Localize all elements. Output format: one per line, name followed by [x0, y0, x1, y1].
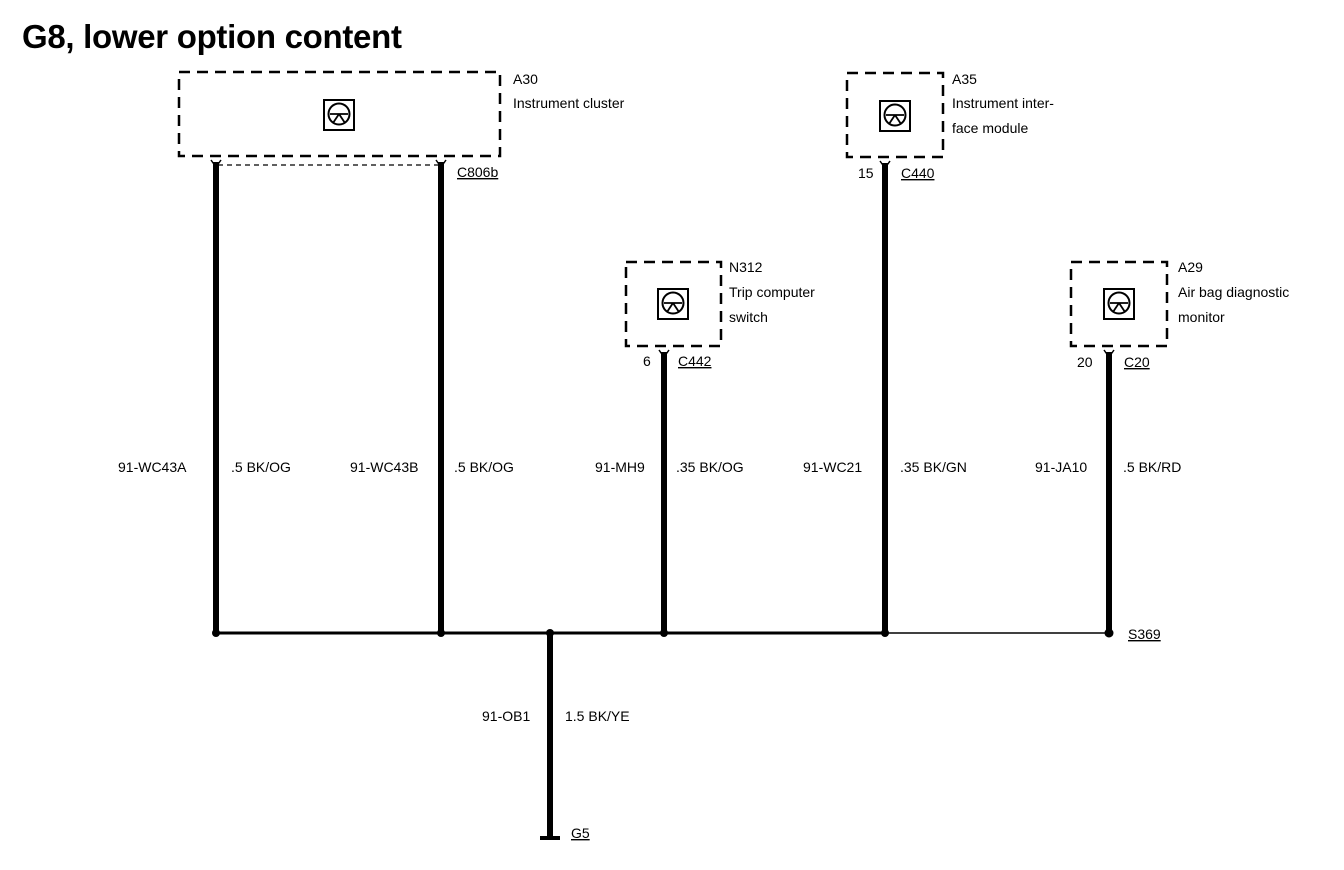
wire-circuit-6: 91-OB1 [482, 708, 530, 724]
component-n312-id: N312 [729, 259, 763, 275]
wire-spec-2: .5 BK/OG [454, 459, 514, 475]
connector-c442: C442 [678, 353, 712, 369]
component-a29-id: A29 [1178, 259, 1203, 275]
component-a30: A30 Instrument cluster C806b [177, 70, 625, 180]
component-n312-name: Trip computer [729, 284, 815, 300]
splice-bus: S369 [212, 626, 1161, 642]
wire-spec-4: .35 BK/GN [900, 459, 967, 475]
component-a30-id: A30 [513, 71, 538, 87]
pin-mark-3 [658, 349, 670, 359]
connector-c440: C440 [901, 165, 935, 181]
splice-node-1 [212, 629, 220, 637]
component-a30-box [177, 70, 502, 158]
component-a35-id: A35 [952, 71, 977, 87]
splice-label: S369 [1128, 626, 1161, 642]
component-a35: A35 Instrument inter- face module 15 C44… [845, 71, 1054, 181]
pin-a29: 20 [1077, 354, 1093, 370]
switch-symbol-icon [657, 288, 689, 320]
wire-spec-3: .35 BK/OG [676, 459, 744, 475]
page-title: G8, lower option content [22, 18, 402, 55]
component-n312-name2: switch [729, 309, 768, 325]
connector-c806b: C806b [457, 164, 498, 180]
module-symbol-icon [879, 100, 911, 132]
wire-spec-6: 1.5 BK/YE [565, 708, 630, 724]
ground-label: G5 [571, 825, 590, 841]
component-n312: N312 Trip computer switch 6 C442 [624, 259, 815, 369]
wire-spec-1: .5 BK/OG [231, 459, 291, 475]
splice-node-5 [881, 629, 889, 637]
splice-node-2 [437, 629, 445, 637]
instrument-symbol-icon [323, 99, 355, 131]
pin-n312: 6 [643, 353, 651, 369]
component-a29-name: Air bag diagnostic [1178, 284, 1289, 300]
component-a29: A29 Air bag diagnostic monitor 20 C20 [1069, 259, 1289, 370]
component-n312-box [624, 260, 723, 348]
pin-mark-2 [435, 159, 447, 169]
splice-node-3 [546, 629, 554, 637]
component-a30-name: Instrument cluster [513, 95, 625, 111]
wire-circuit-4: 91-WC21 [803, 459, 862, 475]
wire-labels: 91-WC43A .5 BK/OG 91-WC43B .5 BK/OG 91-M… [118, 459, 1181, 724]
pin-mark-4 [879, 160, 891, 170]
wire-circuit-3: 91-MH9 [595, 459, 645, 475]
ground: G5 [540, 825, 590, 841]
monitor-symbol-icon [1103, 288, 1135, 320]
wires [210, 159, 1115, 836]
component-a29-name2: monitor [1178, 309, 1225, 325]
pin-mark-5 [1103, 349, 1115, 359]
splice-node-4 [660, 629, 668, 637]
wire-spec-5: .5 BK/RD [1123, 459, 1181, 475]
pin-mark-1 [210, 159, 222, 169]
pin-a35: 15 [858, 165, 874, 181]
connector-c20: C20 [1124, 354, 1150, 370]
wire-circuit-1: 91-WC43A [118, 459, 187, 475]
splice-node-6 [1104, 628, 1114, 638]
component-a35-name: Instrument inter- [952, 95, 1054, 111]
wire-circuit-2: 91-WC43B [350, 459, 418, 475]
wire-circuit-5: 91-JA10 [1035, 459, 1087, 475]
component-a35-name2: face module [952, 120, 1028, 136]
